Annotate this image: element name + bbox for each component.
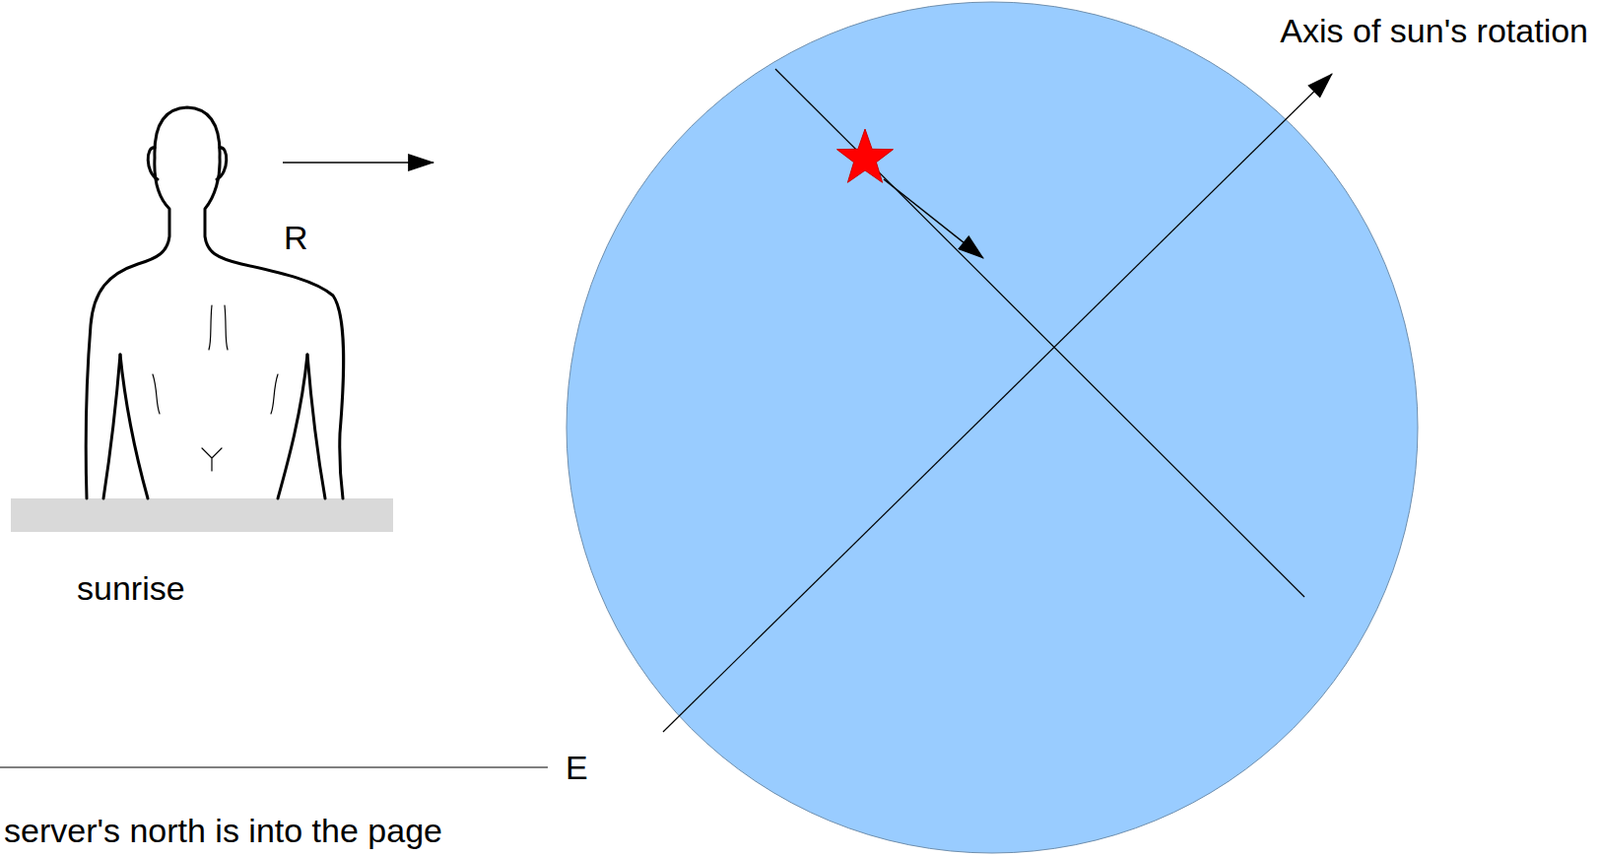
observer-figure xyxy=(85,107,344,499)
sun-disc xyxy=(566,1,1418,854)
direction-label: E xyxy=(565,748,589,788)
view-arrow xyxy=(282,161,434,164)
rotation-axis xyxy=(663,73,1333,733)
time-label: sunrise xyxy=(76,569,186,608)
axis-label: Axis of sun's rotation xyxy=(1279,11,1589,51)
orientation-note: server's north is into the page xyxy=(3,811,443,851)
equator-line xyxy=(775,68,1305,598)
horizon-line xyxy=(0,767,548,769)
point-label: R xyxy=(283,218,309,258)
star-marker xyxy=(837,129,894,183)
motion-arrow xyxy=(883,179,984,259)
ground-platform xyxy=(10,498,394,533)
